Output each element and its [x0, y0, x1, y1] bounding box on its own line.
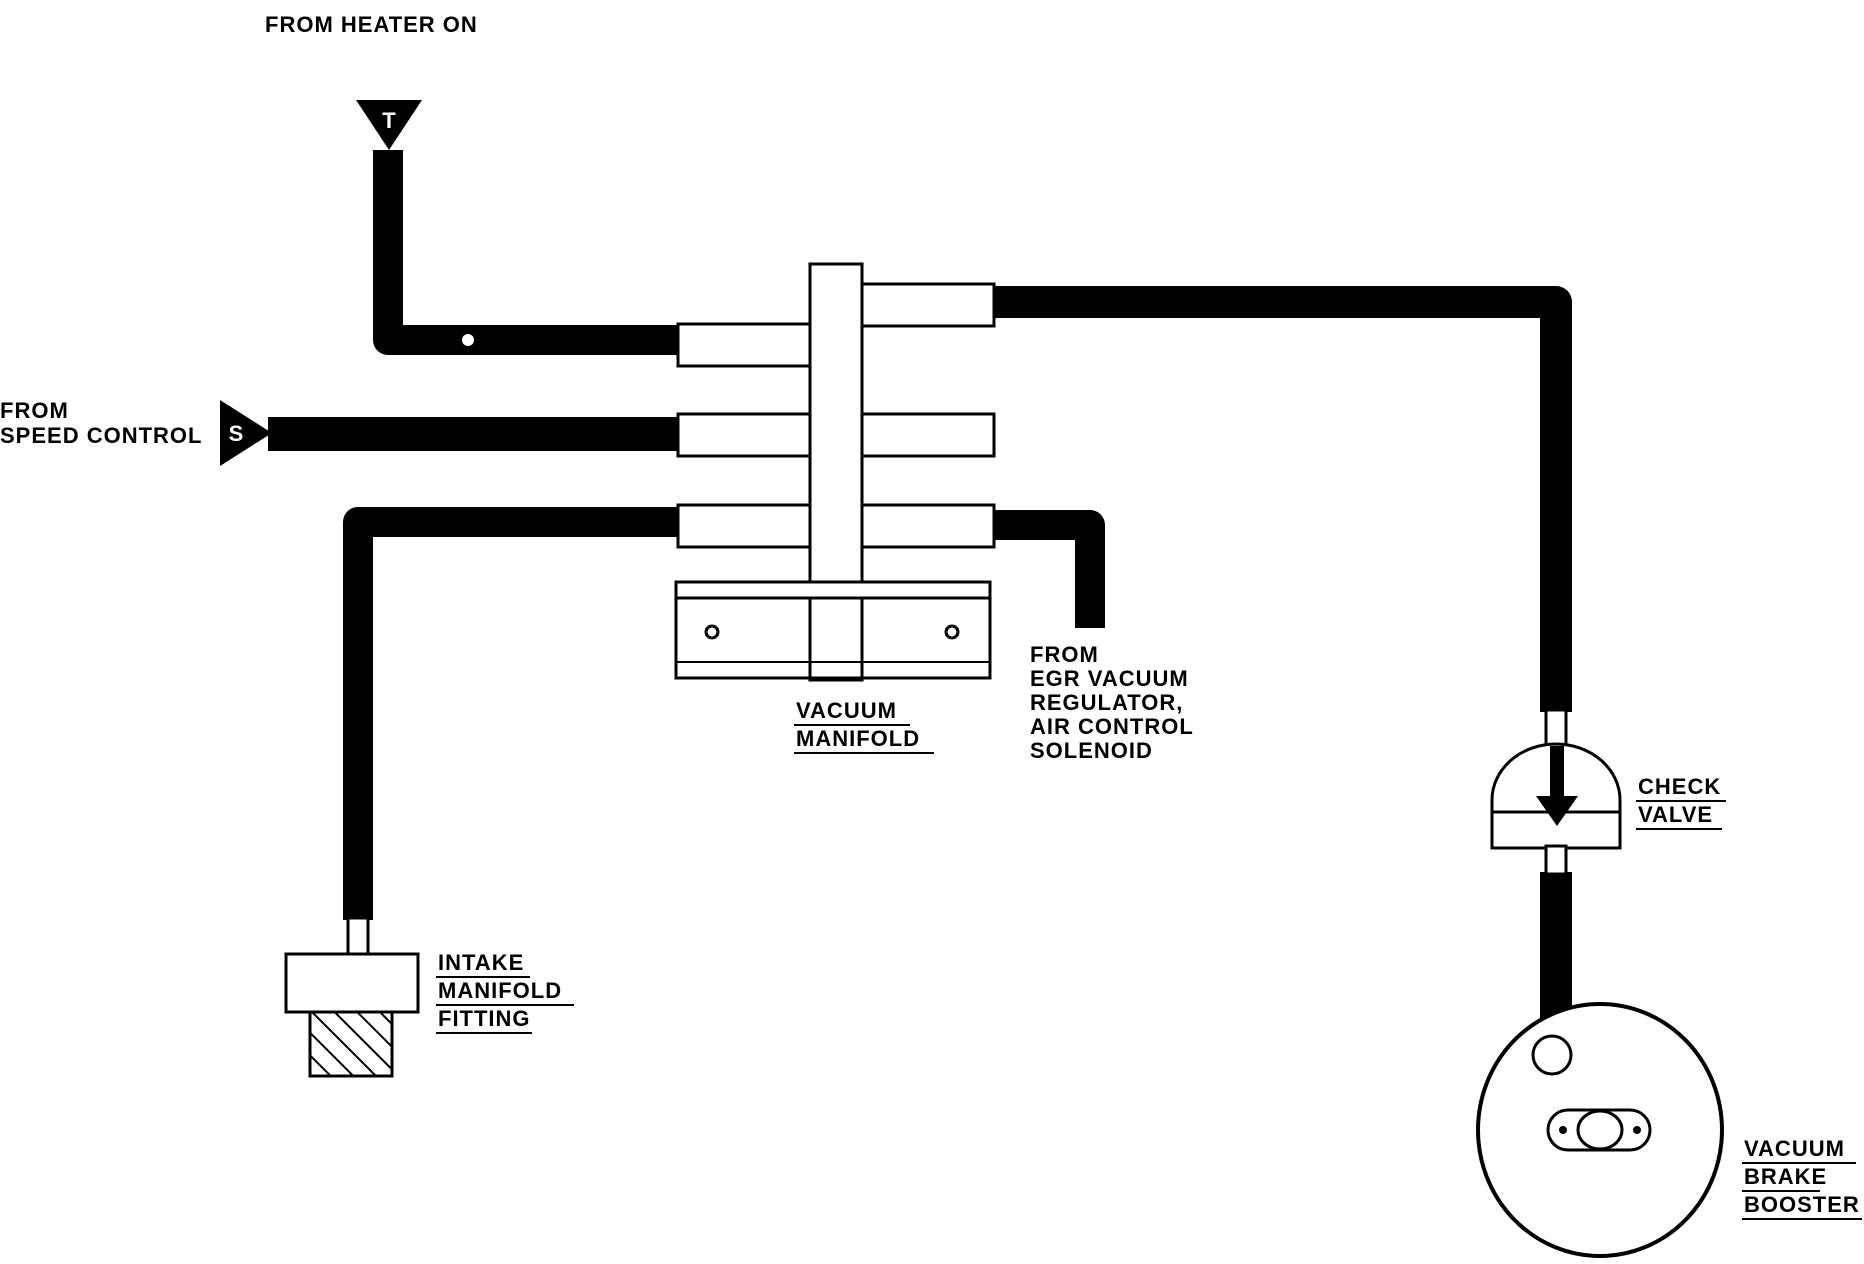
- hose-dot: [462, 334, 474, 346]
- heater-hose: [373, 150, 680, 355]
- check-valve-inlet: [1544, 708, 1568, 750]
- check-valve-outlet: [1544, 844, 1568, 876]
- speed-control-marker-label: S: [229, 421, 244, 446]
- manifold-port-right-3: [860, 503, 996, 549]
- booster-port: [1531, 1034, 1573, 1076]
- egr-hose: [994, 510, 1105, 628]
- intake-fitting-label: INTAKE MANIFOLD FITTING: [436, 950, 574, 1034]
- manifold-bracket: [674, 580, 992, 680]
- check-valve: [1490, 708, 1622, 876]
- vacuum-manifold-label-line-2: MANIFOLD: [796, 726, 920, 751]
- egr-label-line-5: SOLENOID: [1030, 738, 1153, 763]
- speed-control-label-line-2: SPEED CONTROL: [0, 423, 202, 448]
- brake-booster-label-line-1: VACUUM: [1744, 1136, 1845, 1161]
- egr-label-line-1: FROM: [1030, 642, 1099, 667]
- booster-pushrod-boss: [1576, 1109, 1624, 1151]
- manifold-port-left-1: [676, 322, 812, 368]
- booster-supply-hose: [994, 286, 1572, 712]
- egr-label-line-3: REGULATOR,: [1030, 690, 1183, 715]
- intake-manifold-fitting: [284, 916, 420, 1078]
- fitting-body: [284, 952, 420, 1014]
- manifold-port-left-3: [676, 503, 812, 549]
- brake-booster-label-line-3: BOOSTER: [1744, 1192, 1860, 1217]
- egr-label-line-4: AIR CONTROL: [1030, 714, 1194, 739]
- vacuum-manifold-label: VACUUM MANIFOLD: [794, 698, 934, 754]
- check-valve-label-line-2: VALVE: [1638, 802, 1713, 827]
- bracket-bolt-hole-right: [944, 624, 960, 640]
- vacuum-brake-booster: [1476, 1002, 1724, 1258]
- tee-marker-label: T: [382, 108, 396, 133]
- vacuum-manifold-label-line-1: VACUUM: [796, 698, 897, 723]
- speed-control-label-line-1: FROM: [0, 398, 69, 423]
- intake-hose: [343, 507, 680, 920]
- brake-booster-label: VACUUM BRAKE BOOSTER: [1742, 1136, 1862, 1220]
- tee-connector: T: [356, 100, 422, 150]
- intake-fitting-label-line-2: MANIFOLD: [438, 978, 562, 1003]
- vacuum-manifold: [674, 262, 996, 682]
- booster-stud-right: [1633, 1126, 1641, 1134]
- manifold-port-right-2: [860, 412, 996, 458]
- check-valve-label-line-1: CHECK: [1638, 774, 1721, 799]
- speed-control-label: FROM SPEED CONTROL: [0, 398, 202, 448]
- heater-label: FROM HEATER ON: [265, 12, 478, 37]
- tee-marker: [356, 100, 422, 150]
- intake-fitting-label-line-3: FITTING: [438, 1006, 531, 1031]
- manifold-port-right-1: [860, 282, 996, 328]
- bracket-bolt-hole-left: [704, 624, 720, 640]
- fitting-nipple: [346, 916, 370, 956]
- speed-control-connector: S: [220, 400, 272, 466]
- egr-label-line-2: EGR VACUUM: [1030, 666, 1189, 691]
- fitting-thread: [308, 1010, 394, 1078]
- check-valve-arrow: [1536, 796, 1578, 826]
- intake-fitting-label-line-1: INTAKE: [438, 950, 524, 975]
- booster-stud-left: [1559, 1126, 1567, 1134]
- egr-label: FROM EGR VACUUM REGULATOR, AIR CONTROL S…: [1030, 642, 1194, 763]
- manifold-port-left-2: [676, 412, 812, 458]
- check-valve-label: CHECK VALVE: [1636, 774, 1726, 830]
- brake-booster-label-line-2: BRAKE: [1744, 1164, 1827, 1189]
- check-valve-stem: [1550, 746, 1564, 796]
- speed-control-marker: [220, 400, 272, 466]
